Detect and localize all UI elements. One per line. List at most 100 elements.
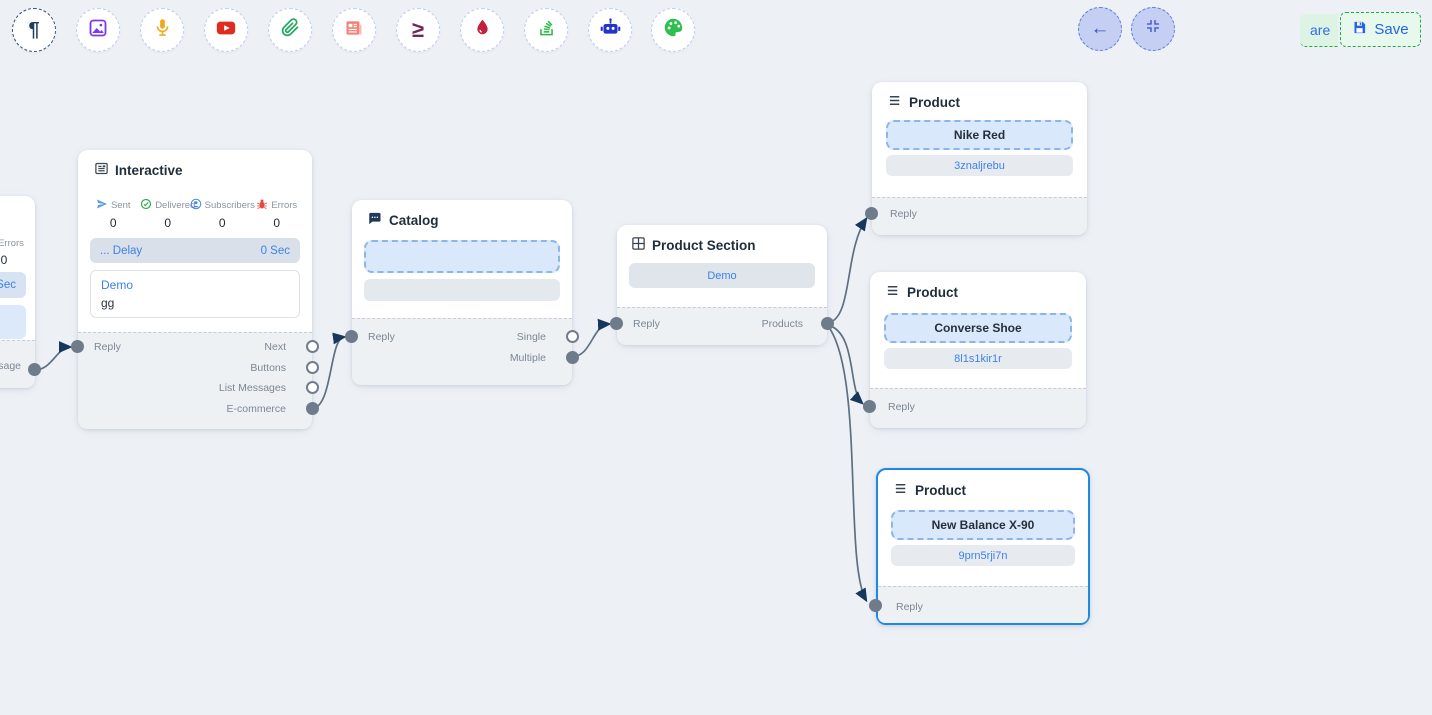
input-label: Reply	[94, 341, 121, 353]
delay-row[interactable]: ... Delay 0 Sec	[90, 238, 300, 263]
node-product-section[interactable]: Product Section Demo Reply Products	[610, 225, 834, 345]
node-interactive[interactable]: Interactive Sent 0 Delivered 0 Subscribe…	[71, 150, 319, 429]
greater-equal-icon: ≥	[411, 17, 425, 42]
product-section-input-handle[interactable]	[610, 317, 623, 330]
interactive-stats: Sent 0 Delivered 0 Subscribers 0 Errors …	[86, 198, 304, 230]
product-id-field[interactable]: 9prn5rji7n	[891, 545, 1075, 566]
catalog-node-title: Catalog	[368, 211, 439, 229]
input-label: Reply	[888, 401, 915, 413]
stat-errors: Errors 0	[0, 237, 24, 268]
output-label-multiple: Multiple	[509, 352, 546, 364]
toolbar-theme-button[interactable]	[651, 8, 695, 52]
output-handle-products[interactable]	[821, 317, 834, 330]
hamburger-icon	[888, 93, 903, 111]
microphone-icon	[153, 18, 172, 42]
subscribers-icon	[190, 198, 202, 213]
catalog-input-handle[interactable]	[345, 330, 358, 343]
input-label: Reply	[896, 601, 923, 613]
output-label-next: Next	[264, 341, 286, 353]
product-node-title: Product	[894, 481, 966, 499]
toolbar-video-button[interactable]	[204, 8, 248, 52]
product-node-footer	[872, 197, 1087, 235]
product2-input-handle[interactable]	[863, 400, 876, 413]
delay-label: ... Delay	[100, 244, 143, 257]
share-button-partial[interactable]: are	[1300, 14, 1338, 47]
stat-delivered: Delivered 0	[141, 198, 195, 230]
share-label-partial: are	[1310, 22, 1331, 38]
product-section-node-footer	[617, 307, 827, 345]
delay-value: 0 Sec	[260, 244, 290, 257]
catalog-dropzone[interactable]	[364, 240, 560, 273]
newspaper-icon	[344, 18, 364, 43]
interactive-icon	[94, 161, 109, 179]
interactive-message-box[interactable]: Demo gg	[90, 270, 300, 318]
toolbar-bot-button[interactable]	[588, 8, 632, 52]
catalog-field[interactable]	[364, 279, 560, 301]
send-icon	[96, 198, 108, 213]
output-handle-ecommerce[interactable]	[306, 402, 319, 415]
compress-icon	[1145, 18, 1161, 40]
toolbar-template-button[interactable]	[332, 8, 376, 52]
save-label: Save	[1374, 21, 1409, 38]
chat-bubble-icon	[368, 211, 383, 229]
output-handle-multiple[interactable]	[566, 351, 579, 364]
output-label-buttons: Buttons	[250, 362, 286, 374]
product-node-title: Product	[886, 283, 958, 301]
product1-input-handle[interactable]	[865, 207, 878, 220]
save-button[interactable]: Save	[1340, 12, 1421, 47]
toolbar-audio-button[interactable]	[140, 8, 184, 52]
output-label-single: Single	[516, 331, 546, 343]
interactive-node-footer	[78, 332, 312, 429]
catalog-node-footer	[352, 318, 572, 385]
text-pilcrow-icon: ¶	[28, 19, 40, 41]
toolbar-drip-button[interactable]	[460, 8, 504, 52]
node-message-partial[interactable]: Errors 0 Sec essage	[0, 196, 41, 388]
output-handle-list-messages[interactable]	[306, 381, 319, 394]
product-id-field[interactable]: 8l1s1kir1r	[884, 348, 1072, 369]
output-handle-single[interactable]	[566, 330, 579, 343]
edge-products-to-product2[interactable]	[827, 324, 864, 405]
output-label-ecommerce: E-commerce	[226, 403, 286, 415]
interactive-input-handle[interactable]	[71, 340, 84, 353]
input-label: Reply	[368, 331, 395, 343]
input-label: Reply	[633, 318, 660, 330]
message-box-partial[interactable]	[0, 305, 26, 339]
interactive-node-title: Interactive	[94, 161, 183, 179]
product-node-footer	[878, 586, 1088, 623]
delay-row-partial[interactable]: Sec	[0, 272, 26, 298]
stat-sent: Sent 0	[86, 198, 141, 230]
product-section-field[interactable]: Demo	[629, 263, 815, 288]
node-product-2[interactable]: Product Converse Shoe 8l1s1kir1r Reply	[863, 272, 1086, 428]
product-id-field[interactable]: 3znaljrebu	[886, 155, 1073, 176]
grid-icon	[631, 236, 646, 254]
errors-icon	[256, 198, 268, 213]
toolbar-text-button[interactable]: ¶	[12, 8, 56, 52]
toolbar-stack-button[interactable]	[524, 8, 568, 52]
output-handle-buttons[interactable]	[306, 361, 319, 374]
floppy-disk-icon	[1352, 20, 1367, 39]
product-node-footer	[870, 388, 1086, 428]
fit-view-button[interactable]	[1131, 7, 1175, 51]
product-name-field[interactable]: Converse Shoe	[884, 313, 1072, 343]
node-catalog[interactable]: Catalog Reply Single Multiple	[345, 200, 579, 385]
hamburger-icon	[894, 481, 909, 499]
node-product-1[interactable]: Product Nike Red 3znaljrebu Reply	[865, 82, 1087, 235]
input-label: Reply	[890, 208, 917, 220]
output-label-products: Products	[761, 318, 803, 330]
output-handle-next[interactable]	[306, 340, 319, 353]
edge-products-to-product3[interactable]	[827, 325, 868, 603]
output-label-partial: essage	[0, 360, 21, 372]
product-name-field[interactable]: New Balance X-90	[891, 510, 1075, 540]
palette-icon	[663, 17, 684, 43]
node-product-3[interactable]: Product New Balance X-90 9prn5rji7n Repl…	[869, 468, 1090, 625]
message-output-handle[interactable]	[28, 363, 41, 376]
toolbar-sequence-button[interactable]: ≥	[396, 8, 440, 52]
product-name-field[interactable]: Nike Red	[886, 120, 1073, 150]
toolbar-file-button[interactable]	[268, 8, 312, 52]
product3-input-handle[interactable]	[869, 599, 882, 612]
product-section-node-title: Product Section	[631, 236, 756, 254]
back-button[interactable]: ←	[1078, 7, 1122, 51]
edge-products-to-product1[interactable]	[827, 216, 868, 324]
product-node-title: Product	[888, 93, 960, 111]
toolbar-image-button[interactable]	[76, 8, 120, 52]
